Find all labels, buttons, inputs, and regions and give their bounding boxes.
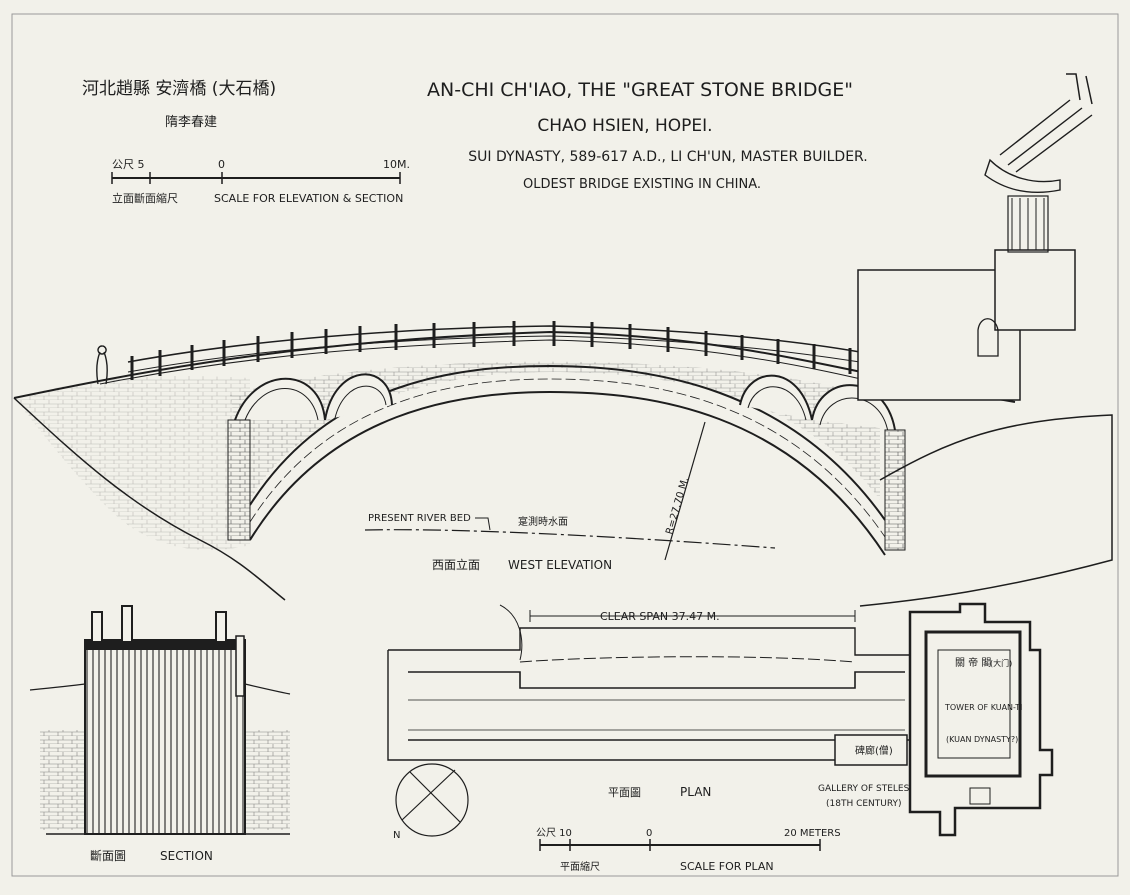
north-label: N	[393, 830, 400, 841]
section-caption: SECTION	[160, 849, 213, 863]
west-elevation: R=27.70 M. PRESENT RIVER BED 寔測時水面 西面立面 …	[13, 321, 1113, 607]
elevation-scale-bar: 公尺 5 0 10M. 立面斷面縮尺 SCALE FOR ELEVATION &…	[111, 158, 410, 205]
section-cn-caption: 斷面圖	[90, 849, 126, 863]
plan-cn-caption: 平面圖	[608, 786, 641, 799]
scale-zero-label: 0	[218, 158, 225, 171]
gallery-cn-label: 碑廊(僧)	[855, 744, 893, 757]
scale-cn-caption: 立面斷面縮尺	[112, 191, 178, 205]
plan-scale-left: 公尺 10	[536, 827, 572, 839]
plan-scale-bar: 公尺 10 0 20 METERS 平面縮尺 SCALE FOR PLAN	[536, 827, 841, 873]
sheet-border	[11, 13, 1119, 877]
river-note-cn: 寔測時水面	[518, 515, 568, 528]
tower-of-kuan-ti-elevation	[857, 73, 1093, 401]
scale-caption: SCALE FOR ELEVATION & SECTION	[214, 192, 403, 205]
plan-scale-caption: SCALE FOR PLAN	[680, 860, 774, 873]
radius-label: R=27.70 M.	[664, 476, 691, 536]
north-arrow-icon	[395, 763, 469, 837]
plan-scale-right: 20 METERS	[784, 828, 841, 839]
elevation-cn-caption: 西面立面	[432, 557, 480, 572]
gallery-label-1: GALLERY OF STELES	[818, 784, 910, 794]
plan-scale-zero: 0	[646, 828, 652, 839]
scale-right-label: 10M.	[383, 158, 410, 171]
clear-span-label: CLEAR SPAN 37.47 M.	[600, 610, 720, 623]
chinese-subtitle: 隋李春建	[165, 115, 217, 130]
plan-scale-cn-caption: 平面縮尺	[560, 860, 600, 873]
gallery-label-2: (18TH CENTURY)	[826, 799, 902, 809]
river-bed-label: PRESENT RIVER BED	[368, 513, 471, 524]
elevation-caption: WEST ELEVATION	[508, 558, 612, 572]
cross-section: 斷面圖 SECTION	[29, 605, 291, 863]
tower-cn-label: 關 帝 閣	[955, 656, 991, 669]
title-line-3: SUI DYNASTY, 589-617 A.D., LI CH'UN, MAS…	[468, 149, 867, 165]
title-line-1: AN-CHI CH'IAO, THE "GREAT STONE BRIDGE"	[427, 79, 853, 101]
chinese-title: 河北趙縣 安濟橋 (大石橋)	[82, 79, 276, 99]
plan-view: CLEAR SPAN 37.47 M. 碑廊(僧) GALLERY OF STE…	[387, 602, 1054, 841]
title-line-4: OLDEST BRIDGE EXISTING IN CHINA.	[523, 177, 761, 192]
tower-label: TOWER OF KUAN-TI	[944, 703, 1022, 712]
plan-caption: PLAN	[680, 785, 711, 799]
scale-left-label: 公尺 5	[112, 158, 145, 171]
tower-dynasty-label: (KUAN DYNASTY?)	[946, 735, 1018, 744]
title-line-2: CHAO HSIEN, HOPEI.	[537, 116, 712, 136]
tower-cn-note: (大门)	[990, 658, 1012, 668]
